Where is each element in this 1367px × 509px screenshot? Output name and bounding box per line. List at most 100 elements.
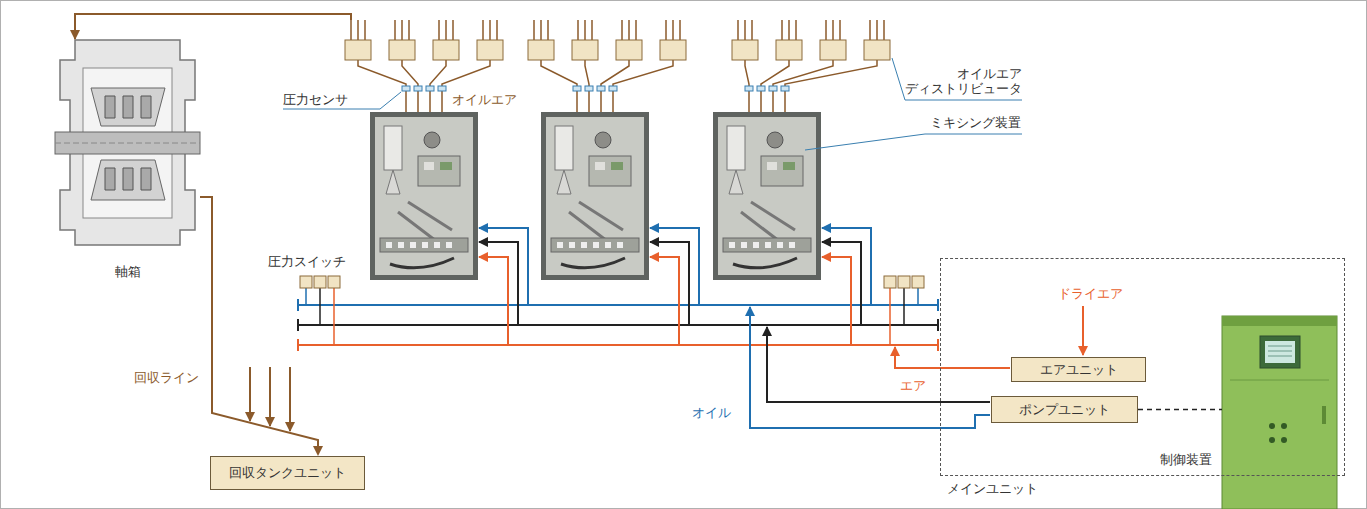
node-text: ポンプユニット xyxy=(1019,402,1110,418)
mixing-device xyxy=(370,112,478,280)
part-label: 圧力スイッチ xyxy=(268,254,346,269)
oil-air-distributor xyxy=(732,20,758,60)
line-label: 回収ライン xyxy=(134,370,199,385)
node-text: メインユニット xyxy=(947,481,1038,497)
pressure-sensor xyxy=(597,86,605,91)
pressure-sensor xyxy=(585,86,593,91)
bearing-housing xyxy=(91,88,165,126)
bearing-housing-node: 軸箱 xyxy=(55,40,200,280)
mixing-device xyxy=(541,112,649,280)
supply-pipe xyxy=(895,347,1010,368)
pressure-sensor xyxy=(745,86,753,91)
node-text: エアユニット xyxy=(1040,362,1118,378)
pressure-sensor xyxy=(781,86,789,91)
line-label: ドライエア xyxy=(1058,286,1123,301)
pressure-sensor xyxy=(402,86,789,91)
bearing-housing xyxy=(105,168,151,190)
pressure-sensor xyxy=(414,86,422,91)
supply-pipe xyxy=(822,242,861,325)
oil-air-distributor xyxy=(433,20,459,60)
node-text: 軸箱 xyxy=(115,264,141,280)
supply-pipe xyxy=(767,327,990,402)
pressure-switch-line xyxy=(903,288,905,325)
oil-air-line xyxy=(75,14,351,39)
control-cabinet xyxy=(1265,341,1295,363)
pressure-sensor xyxy=(426,86,434,91)
oil-air-lines xyxy=(773,60,833,112)
group-frame: メインユニットエアユニットポンプユニット xyxy=(940,258,1345,476)
line-label: エア xyxy=(900,378,926,393)
header-pipe xyxy=(937,299,939,311)
control-cabinet xyxy=(1269,437,1275,443)
pressure-switch xyxy=(328,276,340,288)
pressure-switch xyxy=(898,276,910,288)
bearing-housing xyxy=(55,132,200,154)
unit-box: 回収タンクユニット xyxy=(210,456,365,490)
connector xyxy=(1138,409,1222,411)
leader-line xyxy=(892,58,1022,100)
control-cabinet-node: 制御装置 xyxy=(1222,316,1337,509)
return-line xyxy=(250,367,290,431)
supply-pipe xyxy=(479,228,528,305)
part-label: 圧力センサ xyxy=(283,92,348,107)
header-pipe xyxy=(298,324,938,326)
return-line xyxy=(269,367,271,426)
header-pipe xyxy=(297,339,299,351)
oil-air-distributor xyxy=(616,20,642,60)
leader-line xyxy=(283,92,401,109)
control-cabinet xyxy=(1268,346,1292,356)
supply-pipe xyxy=(479,242,518,325)
line-label: オイル xyxy=(692,405,731,420)
oil-air-distributor xyxy=(477,20,503,60)
pressure-sensor xyxy=(573,86,581,91)
control-cabinet xyxy=(1230,380,1329,381)
arrow-head xyxy=(313,446,323,456)
pressure-sensor xyxy=(438,86,446,91)
control-cabinet xyxy=(1222,316,1337,509)
header-pipe xyxy=(298,304,938,306)
oil-air-distributor xyxy=(660,20,686,60)
control-cabinet xyxy=(1322,406,1326,424)
oil-air-lines xyxy=(785,60,877,112)
bearing-housing xyxy=(55,40,200,245)
leader-line xyxy=(283,58,1022,150)
control-cabinet xyxy=(1269,423,1275,429)
return-line xyxy=(289,367,291,431)
oil-air-lines xyxy=(358,60,877,112)
leader-line xyxy=(805,134,1022,150)
oil-air-lines xyxy=(613,60,673,112)
bearing-housing xyxy=(55,143,200,144)
oil-air-lines xyxy=(541,60,577,112)
part-label: ミキシング装置 xyxy=(930,115,1021,130)
control-cabinet xyxy=(1222,316,1337,326)
node-text: 制御装置 xyxy=(1160,452,1212,468)
pressure-switch-line xyxy=(319,288,321,325)
bearing-housing xyxy=(105,96,151,118)
pressure-switch xyxy=(300,276,312,288)
bearing-housing xyxy=(91,160,165,200)
supply-pipe xyxy=(650,257,679,345)
node-text: 回収タンクユニット xyxy=(229,465,346,481)
control-cabinet xyxy=(1260,336,1300,368)
header-pipe xyxy=(297,319,299,331)
pressure-switch-line xyxy=(917,288,919,305)
part-label: オイルエア ディストリビュータ xyxy=(898,66,1022,96)
supply-pipe xyxy=(822,228,871,305)
oil-air-lines xyxy=(358,60,406,112)
pressure-switch-line xyxy=(305,288,307,305)
supply-pipe xyxy=(479,257,508,345)
oil-air-distributor xyxy=(345,20,371,60)
header-pipe xyxy=(937,339,939,351)
oil-air-distributor xyxy=(864,20,890,60)
pressure-switch xyxy=(314,276,326,288)
header-pipe xyxy=(937,319,939,331)
header-pipe xyxy=(298,344,938,346)
return-line xyxy=(249,367,251,421)
pressure-sensor xyxy=(769,86,777,91)
control-cabinet xyxy=(1281,437,1287,443)
control-cabinet xyxy=(1222,316,1337,509)
oil-air-distributor xyxy=(820,20,846,60)
